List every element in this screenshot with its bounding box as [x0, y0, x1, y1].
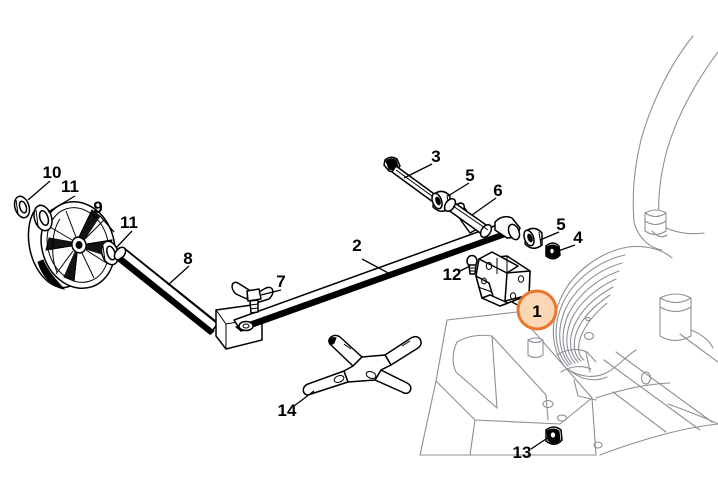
part-bracket-screw	[466, 254, 478, 275]
callout-13[interactable]: 13	[513, 443, 532, 462]
part-hex-bolt	[383, 156, 438, 203]
callout-11-outer[interactable]: 11	[61, 177, 79, 196]
callout-10[interactable]: 10	[43, 163, 62, 182]
callout-12[interactable]: 12	[443, 265, 462, 284]
background-machine	[419, 35, 718, 456]
callout-4[interactable]: 4	[573, 228, 583, 247]
part-support-arm	[215, 202, 521, 350]
leader-lines	[27, 163, 576, 450]
part-spacer-sleeve	[443, 197, 493, 239]
part-bushing-lower	[523, 227, 543, 249]
part-lock-nut	[545, 242, 561, 260]
callout-11-inner[interactable]: 11	[120, 213, 138, 232]
part-mounting-bracket	[475, 251, 531, 307]
callout-8[interactable]: 8	[183, 249, 192, 268]
part-washer-outer	[33, 204, 53, 232]
part-axle-tube	[113, 246, 221, 335]
callout-3[interactable]: 3	[431, 147, 440, 166]
callout-labels: 2 3 4 5 5 6 7 8 9 10 11 11 12 13 14	[43, 147, 584, 462]
callout-2[interactable]: 2	[352, 236, 361, 255]
callout-7[interactable]: 7	[276, 272, 285, 291]
part-hex-nut	[545, 426, 563, 445]
highlight-badge-part-1[interactable]: 1	[516, 289, 558, 331]
callout-14[interactable]: 14	[278, 401, 297, 420]
callout-5-upper[interactable]: 5	[465, 166, 474, 185]
part-cross-spider	[302, 334, 422, 396]
part-retaining-clip	[13, 195, 31, 219]
callout-6[interactable]: 6	[493, 181, 502, 200]
callout-5-lower[interactable]: 5	[556, 215, 565, 234]
highlight-badge-number: 1	[532, 302, 541, 321]
callout-9[interactable]: 9	[93, 198, 102, 217]
highlight-badge-circle	[516, 289, 558, 331]
part-washer-inner	[100, 240, 120, 266]
part-wing-screw	[231, 281, 274, 332]
